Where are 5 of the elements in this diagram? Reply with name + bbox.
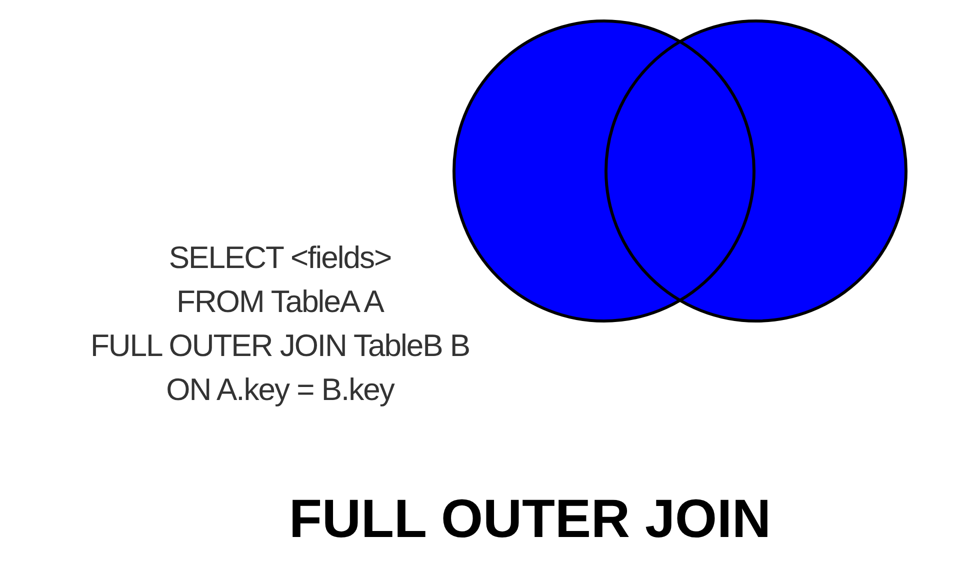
sql-query-line: FROM TableA A xyxy=(176,284,384,320)
sql-query-line: ON A.key = B.key xyxy=(166,372,394,408)
sql-query-line: FULL OUTER JOIN TableB B xyxy=(90,328,470,364)
sql-query-line: SELECT <fields> xyxy=(168,240,392,276)
caption: FULL OUTER JOIN xyxy=(288,488,772,550)
